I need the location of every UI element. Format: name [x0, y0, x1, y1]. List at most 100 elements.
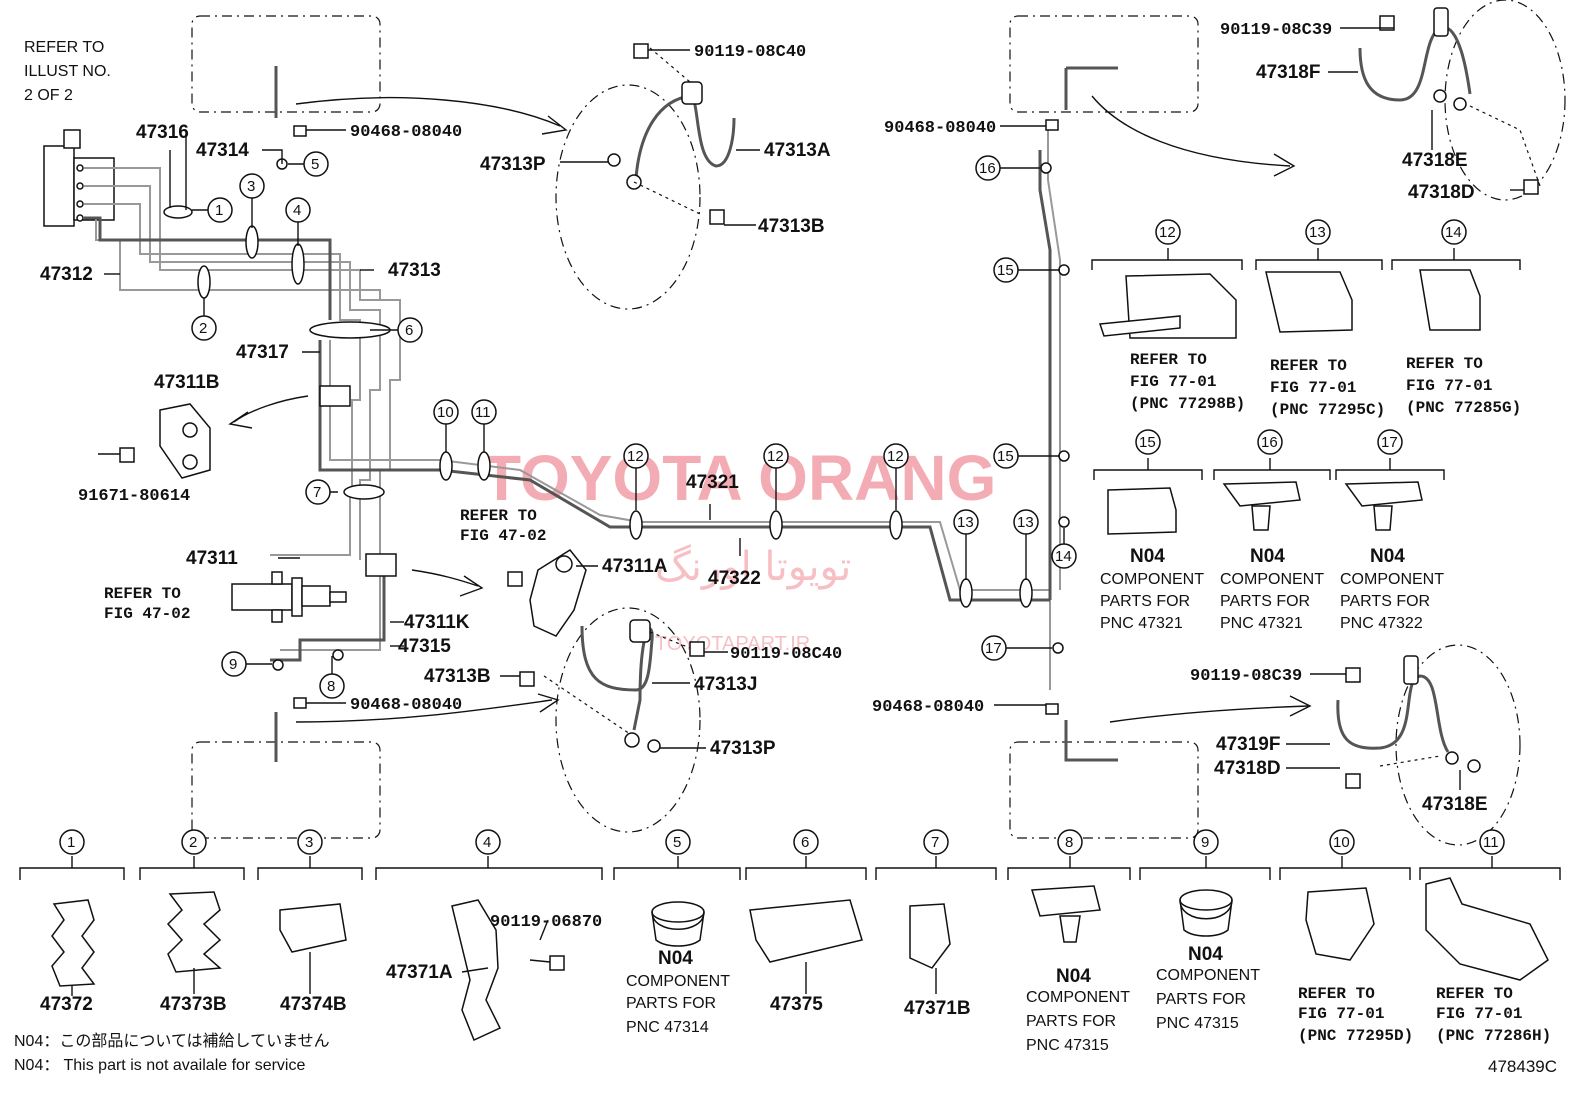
label-47371B: 47371B [904, 998, 971, 1019]
svg-text:PARTS FOR: PARTS FOR [1026, 1013, 1116, 1030]
tube-stub-fr [1064, 66, 1118, 110]
callout-15-detail: 15 [1139, 434, 1156, 451]
svg-text:N04: N04 [1056, 966, 1091, 987]
detail-ring-fl [555, 84, 701, 310]
callout-10: 10 [437, 404, 454, 421]
clamp-marker-4 [291, 243, 305, 285]
label-47313B-bot: 47313B [424, 666, 491, 687]
bottom-part-illustrations [51, 877, 1549, 1042]
label-90468-08040-d: 90468-08040 [872, 698, 984, 717]
label-47313P-top: 47313P [480, 154, 546, 175]
group-brackets-right [1091, 219, 1521, 535]
label-47374B: 47374B [280, 994, 347, 1015]
footnote-japanese: N04：この部品については補給していません [14, 1032, 330, 1050]
legend-callout-5: 5 [673, 834, 681, 851]
clip-17 [1052, 642, 1064, 654]
n04-c15: N04 COMPONENT PARTS FOR PNC 47321 [1100, 546, 1204, 632]
svg-text:N04: N04 [1130, 546, 1165, 567]
callout-15a: 15 [997, 262, 1014, 279]
callout-12a: 12 [627, 448, 644, 465]
refer-fig-47-02-mid: REFER TO FIG 47-02 [460, 507, 546, 545]
detail-ring-rr [1395, 644, 1521, 846]
svg-text:PNC 47322: PNC 47322 [1340, 615, 1423, 632]
n04-c16: N04 COMPONENT PARTS FOR PNC 47321 [1220, 546, 1324, 632]
callout-13b: 13 [1017, 514, 1034, 531]
label-90119-08C39-bot: 90119-08C39 [1190, 667, 1302, 686]
label-47311K: 47311K [404, 612, 470, 633]
clamp-47311K-inline [365, 553, 397, 577]
detail-ring-rl [555, 607, 701, 833]
grommet-9 [272, 659, 284, 671]
refer-77-01-c10: REFER TO FIG 77-01 (PNC 77295D) [1298, 985, 1413, 1045]
svg-text:COMPONENT: COMPONENT [1026, 989, 1130, 1006]
callout-4: 4 [293, 202, 301, 219]
svg-text:REFER TO: REFER TO [1406, 355, 1483, 373]
callout-14-detail: 14 [1445, 224, 1462, 241]
svg-text:N04: N04 [658, 948, 693, 969]
callout-11: 11 [475, 404, 491, 421]
svg-text:N04: N04 [1370, 546, 1405, 567]
callout-5: 5 [311, 156, 319, 173]
callout-12c: 12 [887, 448, 904, 465]
clip-8 [332, 649, 344, 661]
svg-text:COMPONENT: COMPONENT [1100, 571, 1204, 588]
footnote-english: N04： This part is not availale for servi… [14, 1057, 305, 1074]
legend-callout-4: 4 [483, 834, 491, 851]
detail-ring-fr [1444, 0, 1566, 201]
clamp-marker-13b [1019, 578, 1033, 608]
hose-front-left [607, 47, 736, 215]
callout-6: 6 [405, 322, 413, 339]
callout-17-detail: 17 [1381, 434, 1398, 451]
svg-text:PARTS FOR: PARTS FOR [1340, 593, 1430, 610]
svg-text:PNC 47315: PNC 47315 [1026, 1037, 1109, 1054]
label-47311A: 47311A [602, 556, 668, 577]
legend-callout-6: 6 [801, 834, 809, 851]
clip-90468-a [293, 125, 307, 137]
label-47318E-top: 47318E [1402, 150, 1468, 171]
clip-90468-c [1045, 119, 1059, 131]
label-47318E-bot: 47318E [1422, 794, 1488, 815]
clamp-marker-1 [163, 205, 193, 219]
svg-text:FIG 77-01: FIG 77-01 [1298, 1005, 1384, 1023]
svg-text:(PNC 77286H): (PNC 77286H) [1436, 1027, 1551, 1045]
watermark-persian: تویوتا اورنگ [655, 544, 851, 590]
clamp-marker-12a [629, 510, 643, 540]
svg-text:ILLUST NO.: ILLUST NO. [24, 63, 111, 80]
svg-text:REFER TO: REFER TO [1270, 357, 1347, 375]
clamp-47311B [159, 403, 211, 479]
label-90468-08040-c: 90468-08040 [884, 119, 996, 138]
svg-text:COMPONENT: COMPONENT [1156, 967, 1260, 984]
clamp-marker-12c [889, 510, 903, 540]
label-47375: 47375 [770, 994, 823, 1015]
n04-c5: N04 COMPONENT PARTS FOR PNC 47314 [626, 948, 730, 1036]
callout-16: 16 [979, 160, 996, 177]
callout-circles [191, 151, 1077, 699]
svg-text:PARTS FOR: PARTS FOR [626, 995, 716, 1012]
svg-text:FIG 47-02: FIG 47-02 [460, 527, 546, 545]
svg-text:PARTS FOR: PARTS FOR [1100, 593, 1190, 610]
tube-stub-rr [1064, 720, 1118, 762]
refer-77-01-c12: REFER TO FIG 77-01 (PNC 77298B) [1130, 351, 1245, 413]
svg-text:REFER TO: REFER TO [24, 39, 104, 56]
callout-1: 1 [215, 202, 223, 219]
clamp-marker-2 [197, 265, 211, 299]
callout-9: 9 [229, 656, 237, 673]
label-47318F: 47318F [1256, 62, 1320, 83]
label-90119-08C39-top: 90119-08C39 [1220, 21, 1332, 40]
callout-3: 3 [247, 178, 255, 195]
label-47319F: 47319F [1216, 734, 1280, 755]
watermark-brand: TOYOTA ORANG [482, 442, 996, 514]
bottom-legend-brackets [19, 829, 1561, 880]
legend-callout-7: 7 [931, 834, 939, 851]
flow-arrows [228, 95, 1312, 723]
label-90119-08C40-top: 90119-08C40 [694, 43, 806, 62]
label-90119-06870: 90119-06870 [490, 913, 602, 932]
clamp-marker-12b [769, 510, 783, 540]
label-47316: 47316 [136, 122, 189, 143]
legend-callout-11: 11 [1483, 834, 1499, 851]
callout-13-detail: 13 [1309, 224, 1326, 241]
callout-12-detail: 12 [1159, 224, 1176, 241]
clamp-marker-11 [477, 451, 491, 481]
label-47317: 47317 [236, 342, 289, 363]
svg-text:REFER TO: REFER TO [104, 585, 181, 603]
